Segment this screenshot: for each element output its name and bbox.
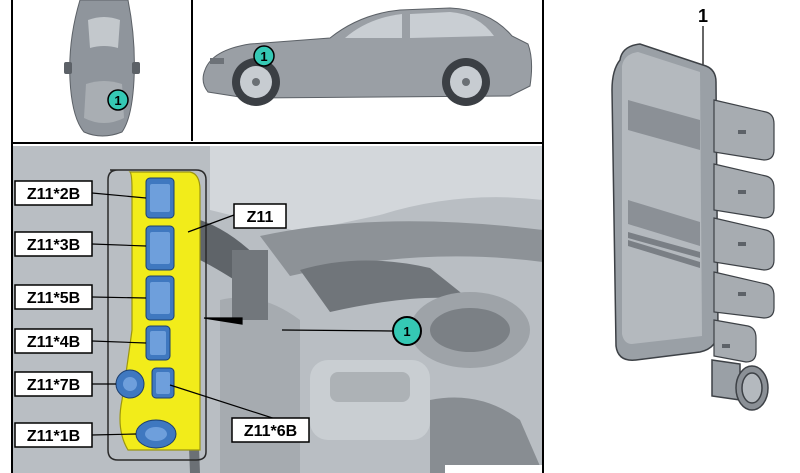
fuse-box-part: [611, 43, 775, 411]
label-z11-5b: Z11*5B: [14, 284, 93, 310]
svg-text:1: 1: [114, 93, 121, 108]
connector-z11-7b: [115, 369, 145, 399]
car-top-view: [12, 0, 192, 141]
label-z11-4b: Z11*4B: [14, 328, 93, 354]
leader-lines: [91, 192, 393, 436]
car-side-view: [192, 0, 543, 141]
connector-z11-5b: [145, 275, 175, 321]
label-z11-1b: Z11*1B: [14, 422, 93, 448]
label-z11-6b: Z11*6B: [231, 417, 310, 443]
svg-text:Z11: Z11: [247, 209, 274, 226]
panel-frame: [11, 0, 544, 473]
callout-top-view: 1: [107, 89, 129, 111]
svg-text:Z11*4B: Z11*4B: [27, 334, 80, 351]
connector-z11-1b: [135, 419, 177, 449]
label-z11-3b: Z11*3B: [14, 231, 93, 257]
svg-text:Z11*6B: Z11*6B: [244, 423, 297, 440]
location-panel: Z11*2B Z11*3B Z11*5B Z11*4B Z11*7B Z11*1…: [11, 0, 544, 473]
callout-engine-bay: 1: [392, 316, 422, 346]
connector-z11-4b: [145, 325, 171, 361]
label-z11: Z11: [233, 203, 287, 229]
part-illustration: 1: [611, 6, 775, 411]
svg-text:Z11*1B: Z11*1B: [27, 428, 80, 445]
label-z11-7b: Z11*7B: [14, 371, 93, 397]
connector-z11-2b: [145, 177, 175, 219]
svg-text:Z11*2B: Z11*2B: [27, 186, 80, 203]
connector-z11-6b: [151, 367, 175, 399]
svg-text:1: 1: [260, 49, 267, 64]
svg-text:1: 1: [403, 324, 410, 339]
part-number-label: 1: [698, 6, 708, 26]
svg-text:Z11*5B: Z11*5B: [27, 290, 80, 307]
svg-text:Z11*7B: Z11*7B: [27, 377, 80, 394]
callout-side-view: 1: [253, 45, 275, 67]
svg-text:Z11*3B: Z11*3B: [27, 237, 80, 254]
connector-z11-3b: [145, 225, 175, 271]
label-z11-2b: Z11*2B: [14, 180, 93, 206]
